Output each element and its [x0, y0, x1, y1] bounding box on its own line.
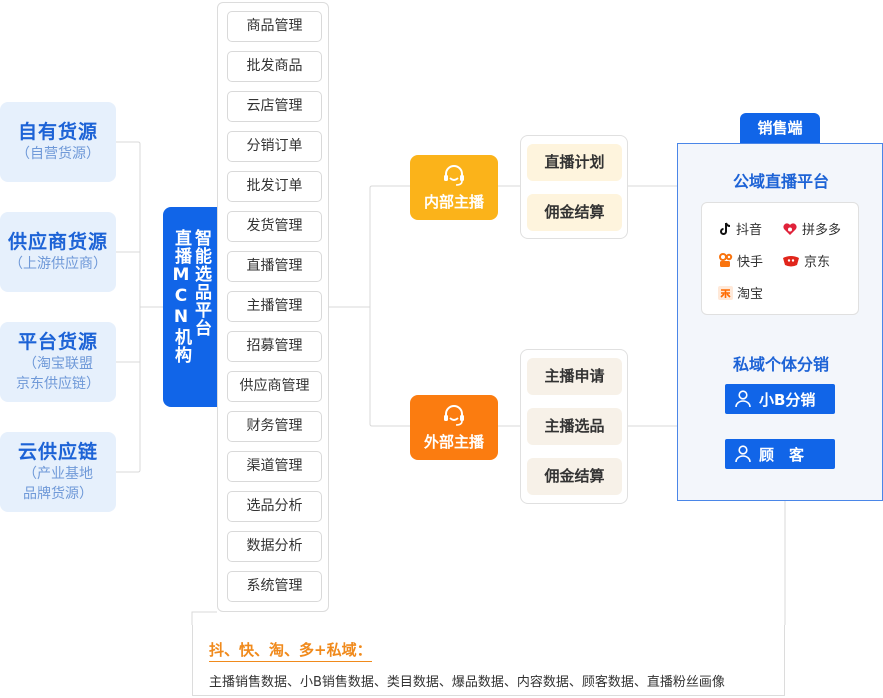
platform-item: 快手: [718, 251, 763, 270]
module-item[interactable]: 财务管理: [227, 411, 322, 442]
module-item[interactable]: 数据分析: [227, 531, 322, 562]
small-b-distribution-label: 小B分销: [759, 390, 816, 409]
module-item[interactable]: 发货管理: [227, 211, 322, 242]
module-item[interactable]: 商品管理: [227, 11, 322, 42]
source-own-title: 自有货源: [17, 121, 98, 143]
inner-anchor-actions: 直播计划 佣金结算: [520, 135, 628, 239]
module-item[interactable]: 批发商品: [227, 51, 322, 82]
source-cloud: 云供应链 （产业基地 品牌货源）: [0, 432, 116, 512]
source-cloud-sub-1: （产业基地: [23, 466, 93, 482]
private-distribution-title: 私域个体分销: [732, 355, 829, 374]
public-live-title: 公域直播平台: [732, 172, 829, 191]
source-cloud-sub-2: 品牌货源）: [23, 486, 93, 502]
live-plan-button[interactable]: 直播计划: [527, 144, 622, 181]
module-list: 商品管理 批发商品 云店管理 分销订单 批发订单 发货管理 直播管理 主播管理 …: [217, 2, 329, 612]
headset-icon: [444, 405, 464, 426]
platform-card: 直播MCN机构 智能选品平台: [163, 207, 218, 407]
source-platform-sub-1: （淘宝联盟: [23, 356, 93, 372]
module-item[interactable]: 供应商管理: [227, 371, 322, 402]
anchor-apply-button[interactable]: 主播申请: [527, 358, 622, 395]
module-item[interactable]: 批发订单: [227, 171, 322, 202]
source-own: 自有货源 （自营货源）: [0, 102, 116, 182]
inner-anchor-badge: 内部主播: [410, 155, 498, 220]
platform-list: 抖音 拼多多 快手 京东: [701, 202, 859, 315]
platform-label: 抖音: [736, 223, 763, 238]
user-icon: [735, 445, 751, 463]
data-summary-title: 抖、快、淘、多+私域：: [209, 639, 372, 662]
source-platform-sub-2: 京东供应链）: [16, 376, 100, 392]
source-own-sub: （自营货源）: [16, 146, 100, 162]
sales-tab: 销售端: [740, 113, 820, 143]
taobao-icon: [718, 285, 733, 300]
customer-button[interactable]: 顾 客: [725, 439, 835, 469]
headset-icon: [444, 165, 464, 186]
module-item[interactable]: 直播管理: [227, 251, 322, 282]
outer-anchor-badge: 外部主播: [410, 395, 498, 460]
small-b-distribution-button[interactable]: 小B分销: [725, 384, 835, 414]
platform-label: 拼多多: [802, 223, 842, 238]
pinduoduo-icon: [783, 222, 797, 235]
commission-settle-button[interactable]: 佣金结算: [527, 458, 622, 495]
module-item[interactable]: 分销订单: [227, 131, 322, 162]
customer-label: 顾 客: [759, 445, 805, 464]
platform-label: 京东: [804, 255, 831, 270]
module-item[interactable]: 主播管理: [227, 291, 322, 322]
douyin-icon: [720, 222, 731, 235]
source-cloud-title: 云供应链: [17, 441, 98, 463]
source-supplier-sub: （上游供应商）: [9, 256, 107, 272]
platform-item: 淘宝: [718, 283, 763, 302]
platform-item: 京东: [782, 251, 830, 270]
module-item[interactable]: 系统管理: [227, 571, 322, 602]
module-item[interactable]: 云店管理: [227, 91, 322, 122]
source-platform-title: 平台货源: [17, 331, 98, 353]
kuaishou-icon: [719, 253, 733, 267]
source-supplier: 供应商货源 （上游供应商）: [0, 212, 116, 292]
platform-item: 抖音: [718, 219, 762, 238]
module-item[interactable]: 招募管理: [227, 331, 322, 362]
inner-anchor-label: 内部主播: [423, 193, 484, 211]
anchor-select-button[interactable]: 主播选品: [527, 408, 622, 445]
jd-icon: [783, 255, 799, 266]
data-summary-box: 抖、快、淘、多+私域： 主播销售数据、小B销售数据、类目数据、爆品数据、内容数据…: [192, 625, 785, 696]
platform-label: 快手: [737, 255, 764, 270]
sales-panel: 公域直播平台 抖音 拼多多 快手: [677, 143, 883, 501]
platform-label: 淘宝: [737, 287, 764, 302]
outer-anchor-actions: 主播申请 主播选品 佣金结算: [520, 349, 628, 504]
data-summary-text: 主播销售数据、小B销售数据、类目数据、爆品数据、内容数据、顾客数据、直播粉丝画像: [209, 675, 725, 690]
platform-item: 拼多多: [782, 219, 841, 238]
module-item[interactable]: 渠道管理: [227, 451, 322, 482]
user-icon: [735, 390, 751, 408]
source-platform: 平台货源 （淘宝联盟 京东供应链）: [0, 322, 116, 402]
platform-name-selection: 智能选品平台: [191, 229, 211, 337]
commission-settle-button[interactable]: 佣金结算: [527, 194, 622, 231]
platform-name-mcn: 直播MCN机构: [171, 229, 191, 364]
outer-anchor-label: 外部主播: [423, 433, 484, 451]
module-item[interactable]: 选品分析: [227, 491, 322, 522]
source-supplier-title: 供应商货源: [7, 231, 108, 253]
